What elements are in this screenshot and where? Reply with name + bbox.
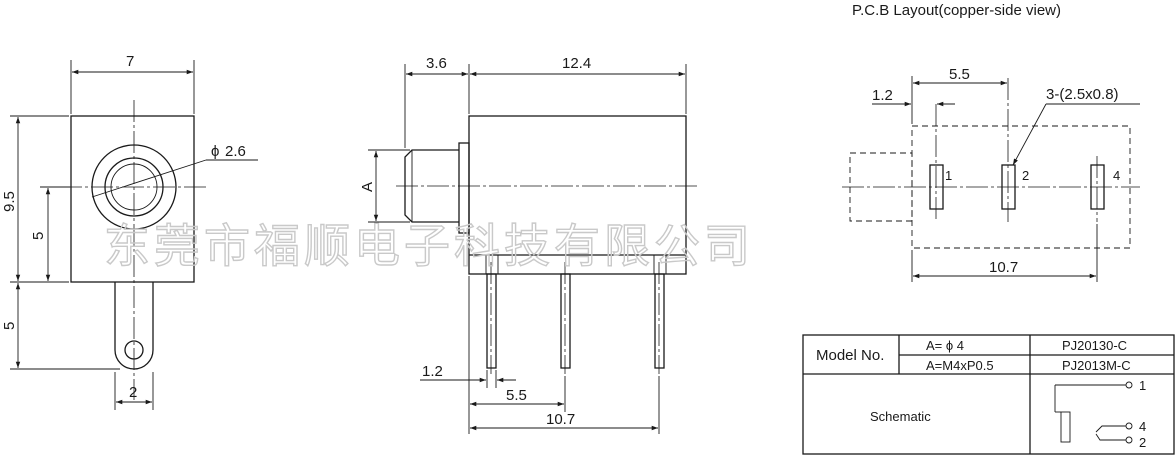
pcb-layout: 1 2 4 5.5 1.2 3-(2.5x0.8) 10.7 [842,66,1140,282]
row1-model: PJ20130-C [1062,338,1127,353]
schematic-sleeve [1060,411,1071,443]
schematic-pin-2: 2 [1139,435,1146,450]
pcb-layout-title: P.C.B Layout(copper-side view) [852,2,1061,19]
pcb-pin-2-label: 2 [1022,168,1029,183]
dim-height-9-5: 9.5 [1,191,18,212]
row2-model: PJ2013M-C [1062,358,1131,373]
dim-width-7: 7 [126,53,134,70]
pcb-dim-offset-1-2: 1.2 [872,87,893,104]
front-pin-tab [114,282,154,370]
pcb-slot-2 [1001,164,1016,210]
dim-pin-spacing-5-5: 5.5 [506,387,527,404]
hole-leader [91,159,207,198]
front-view: 7 9.5 5 5 2 ϕ 2.6 [1,53,258,410]
model-table: Model No. A= ϕ 4 PJ20130-C A=M4xP0.5 PJ2… [802,334,1175,455]
schematic-pin-4: 4 [1139,419,1146,434]
hole-spec-leader [1012,103,1047,166]
model-no-header: Model No. [816,347,884,364]
terminal-4 [1125,422,1133,430]
pcb-pin-1-label: 1 [945,168,952,183]
side-view: 3.6 12.4 A 1.2 5.5 10.7 [359,55,700,434]
pin-hole [124,340,144,360]
dim-center-5: 5 [30,232,47,240]
dim-pin-width-2: 2 [129,384,137,401]
dim-thread-a: A [359,182,376,192]
side-pin-1 [486,273,497,369]
row2-spec: A=M4xP0.5 [926,358,994,373]
company-watermark: 东莞市福顺电子科技有限公司 [104,219,754,273]
side-pin-3 [654,273,665,369]
pcb-slot-1 [929,164,944,210]
dim-pin-span-10-7: 10.7 [546,411,575,428]
hole-dim-phi: ϕ [211,143,219,160]
dim-body-12-4: 12.4 [562,55,591,72]
schematic-switch-4 [1095,425,1126,433]
front-body-outline [70,115,195,283]
schematic-pin-1: 1 [1139,378,1146,393]
dim-pin-offset-1-2: 1.2 [422,363,443,380]
dim-pin-length-5: 5 [1,322,18,330]
schematic-switch-2 [1095,433,1126,441]
side-pin-2 [560,273,571,369]
pcb-hole-spec: 3-(2.5x0.8) [1046,86,1119,103]
pcb-pin-4-label: 4 [1113,168,1120,183]
pcb-dim-spacing-5-5: 5.5 [949,66,970,83]
terminal-1 [1125,381,1133,389]
pcb-dim-span-10-7: 10.7 [989,259,1018,276]
schematic-label: Schematic [870,409,931,424]
dim-nose-3-6: 3.6 [426,55,447,72]
hole-dim-2-6: 2.6 [225,143,246,160]
side-flange [458,142,470,234]
table-border [802,334,1175,455]
row1-spec: A= ϕ 4 [926,338,964,353]
terminal-2 [1125,436,1133,444]
pcb-slot-4 [1090,164,1105,210]
